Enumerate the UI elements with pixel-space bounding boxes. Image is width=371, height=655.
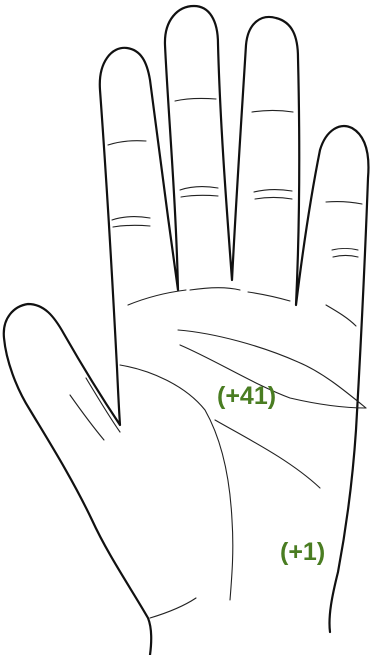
wrist-crease bbox=[150, 598, 196, 618]
annotation-palm-edge: (+1) bbox=[280, 538, 325, 566]
middle-lower-crease bbox=[180, 187, 218, 190]
index-lower-crease-2 bbox=[113, 225, 150, 227]
index-lower-crease bbox=[112, 217, 150, 220]
finger-base-arc-4 bbox=[326, 305, 356, 326]
life-line bbox=[120, 365, 233, 600]
middle-upper-crease bbox=[175, 98, 216, 101]
ring-upper-crease bbox=[252, 111, 293, 113]
thumb-crease-2 bbox=[70, 395, 104, 440]
annotation-palm-center: (+41) bbox=[217, 382, 276, 410]
finger-base-arc-3 bbox=[248, 292, 290, 301]
little-lower-crease bbox=[332, 249, 358, 251]
ring-lower-crease bbox=[254, 190, 292, 192]
index-upper-crease bbox=[108, 141, 146, 145]
finger-base-arc bbox=[128, 290, 186, 305]
fate-line bbox=[215, 420, 320, 488]
finger-base-arc-2 bbox=[190, 288, 240, 290]
little-upper-crease bbox=[326, 202, 362, 204]
ring-lower-crease-2 bbox=[255, 198, 292, 200]
middle-lower-crease-2 bbox=[181, 195, 218, 197]
little-lower-crease-2 bbox=[333, 256, 358, 258]
